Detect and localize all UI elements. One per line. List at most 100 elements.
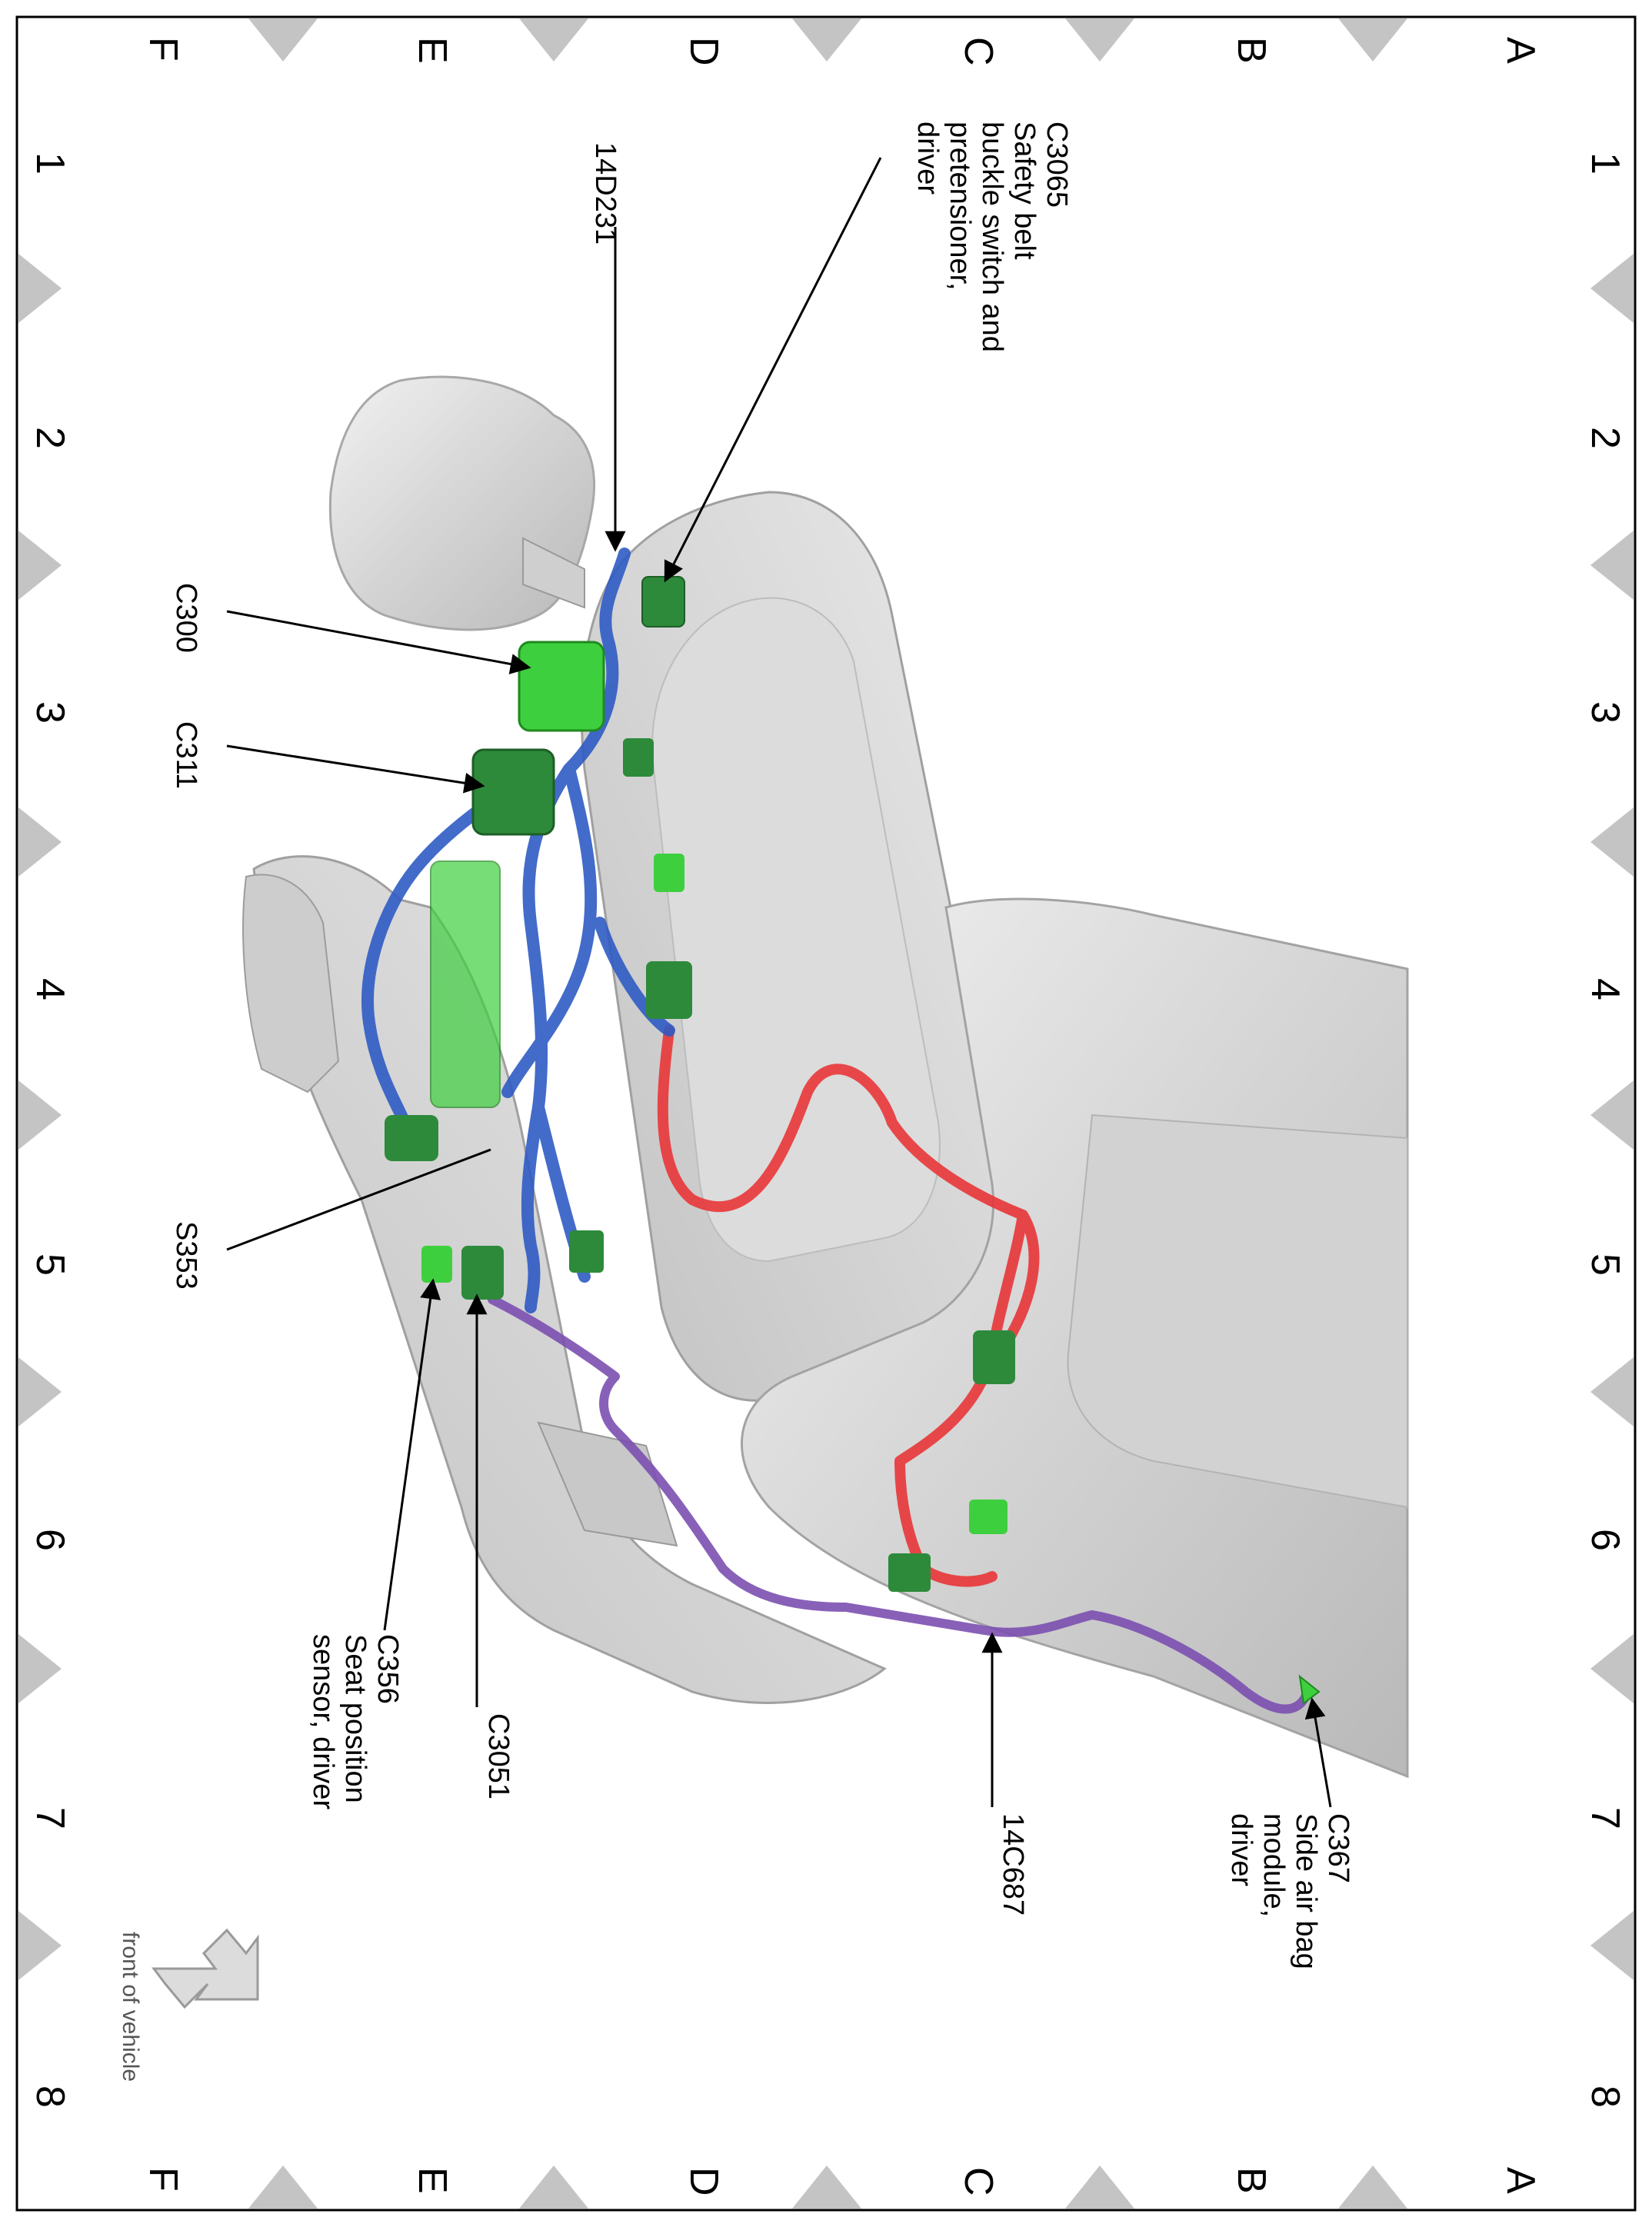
- grid-letter-bottom-a: A: [1498, 2167, 1543, 2194]
- diagram-frame: [15, 15, 1637, 2212]
- callout-c3065: C3065 Safety belt buckle switch and pret…: [911, 122, 1073, 352]
- grid-number-left-4: 4: [28, 978, 72, 1000]
- connector-c356: [421, 1246, 452, 1283]
- connector-module-block: [430, 861, 501, 1108]
- border-marker-bottom-5: [248, 2165, 318, 2209]
- border-marker-left-1: [18, 254, 62, 323]
- border-marker-top-4: [519, 18, 588, 62]
- border-marker-left-6: [18, 1634, 62, 1703]
- grid-number-left-2: 2: [28, 427, 72, 449]
- callout-c356-line-3: sensor, driver: [307, 1634, 339, 1809]
- callout-14c687: 14C687: [997, 1813, 1029, 1916]
- grid-letters-top: A B C D E F: [141, 37, 1543, 66]
- front-arrow-icon: [152, 1928, 259, 2009]
- grid-number-right-8: 8: [1583, 2086, 1627, 2108]
- grid-letter-top-f: F: [141, 37, 185, 62]
- connector-red-2: [969, 1500, 1008, 1534]
- border-marker-right-2: [1590, 531, 1634, 600]
- callout-14d231: 14D231: [589, 142, 621, 245]
- seat-illustration: [242, 375, 1409, 1779]
- connector-green-3: [646, 961, 692, 1019]
- callout-c3065-line-2: Safety belt: [1008, 122, 1041, 260]
- grid-letter-top-a: A: [1498, 37, 1543, 64]
- grid-letter-bottom-d: D: [681, 2167, 726, 2196]
- grid-numbers-left: 1 2 3 4 5 6 7 8: [28, 152, 72, 2108]
- grid-letter-top-d: D: [681, 37, 726, 66]
- callout-leaders: [226, 157, 1332, 1808]
- callout-c356-line-2: Seat position: [339, 1634, 371, 1803]
- seat-recliner-bracket: [242, 874, 340, 1094]
- callout-c3065-line-3: buckle switch and: [976, 122, 1008, 352]
- connector-c3051: [461, 1246, 504, 1300]
- callout-c367-line-2: Side air bag: [1290, 1813, 1322, 1969]
- border-marker-right-5: [1590, 1357, 1634, 1426]
- grid-number-right-7: 7: [1583, 1807, 1627, 1829]
- connector-c300: [518, 641, 605, 732]
- callout-s353: S353: [170, 1221, 202, 1290]
- grid-number-left-3: 3: [28, 701, 72, 724]
- border-marker-bottom-4: [519, 2165, 588, 2209]
- harness-purple: [488, 1295, 1312, 1714]
- connectors: [385, 576, 1321, 1705]
- grid-number-left-1: 1: [28, 152, 72, 175]
- grid-number-left-6: 6: [28, 1529, 72, 1551]
- connector-c311: [471, 748, 555, 836]
- border-marker-top-3: [792, 18, 861, 62]
- border-marker-left-5: [18, 1357, 62, 1426]
- connector-green-4: [385, 1115, 438, 1161]
- callout-c300: C300: [170, 583, 202, 653]
- grid-letter-top-b: B: [1229, 37, 1274, 64]
- callout-c356: C356 Seat position sensor, driver: [307, 1634, 404, 1809]
- grid-number-right-4: 4: [1583, 978, 1627, 1000]
- border-marker-bottom-1: [1338, 2165, 1407, 2209]
- harness-blue: [361, 548, 675, 1313]
- grid-number-right-2: 2: [1583, 427, 1627, 449]
- connector-green-1: [623, 738, 654, 777]
- callout-c356-line-1: C356: [371, 1634, 404, 1704]
- grid-number-right-6: 6: [1583, 1529, 1627, 1551]
- leader-c311: [226, 744, 485, 794]
- seat-cushion-inset: [1067, 1114, 1408, 1509]
- connector-red-1: [973, 1330, 1015, 1384]
- connector-red-3: [888, 1553, 931, 1592]
- grid-letter-bottom-f: F: [141, 2167, 185, 2192]
- grid-number-left-5: 5: [28, 1253, 72, 1276]
- connector-green-5: [569, 1230, 604, 1273]
- callout-c3065-line-5: driver: [911, 122, 944, 195]
- seat-back-panel: [651, 597, 941, 1263]
- border-marker-right-1: [1590, 254, 1634, 323]
- callout-c367: C367 Side air bag module, driver: [1225, 1813, 1354, 1969]
- grid-border-markers: [18, 18, 1634, 2209]
- leader-c356: [383, 1278, 441, 1631]
- border-marker-bottom-3: [792, 2165, 861, 2209]
- border-marker-right-6: [1590, 1634, 1634, 1703]
- callout-c367-line-4: driver: [1225, 1813, 1257, 1886]
- grid-letter-top-c: C: [956, 37, 1001, 66]
- leader-s353: [226, 1148, 491, 1251]
- grid-letter-bottom-c: C: [956, 2167, 1001, 2196]
- grid-letter-bottom-e: E: [410, 2167, 455, 2194]
- grid-numbers-right: 1 2 3 4 5 6 7 8: [1583, 152, 1627, 2108]
- border-marker-top-1: [1338, 18, 1407, 62]
- callout-c3051: C3051: [482, 1713, 515, 1799]
- leader-c367: [1304, 1697, 1332, 1808]
- grid-number-right-5: 5: [1583, 1253, 1627, 1276]
- callout-c367-line-1: C367: [1322, 1813, 1354, 1883]
- border-marker-left-4: [18, 1080, 62, 1150]
- leader-c300: [226, 610, 531, 674]
- connector-c3065: [641, 576, 685, 627]
- border-marker-right-7: [1590, 1911, 1634, 1980]
- border-marker-left-2: [18, 531, 62, 600]
- border-marker-left-7: [18, 1911, 62, 1980]
- leader-c3065: [664, 157, 882, 583]
- front-of-vehicle-label: front of vehicle: [118, 1932, 143, 2082]
- grid-number-left-7: 7: [28, 1807, 72, 1829]
- border-marker-top-5: [248, 18, 318, 62]
- connector-green-2: [654, 854, 684, 892]
- front-of-vehicle-indicator: front of vehicle: [118, 1928, 259, 2082]
- border-marker-right-3: [1590, 807, 1634, 877]
- grid-number-left-8: 8: [28, 2086, 72, 2108]
- border-marker-top-2: [1065, 18, 1134, 62]
- grid-number-right-1: 1: [1583, 152, 1627, 175]
